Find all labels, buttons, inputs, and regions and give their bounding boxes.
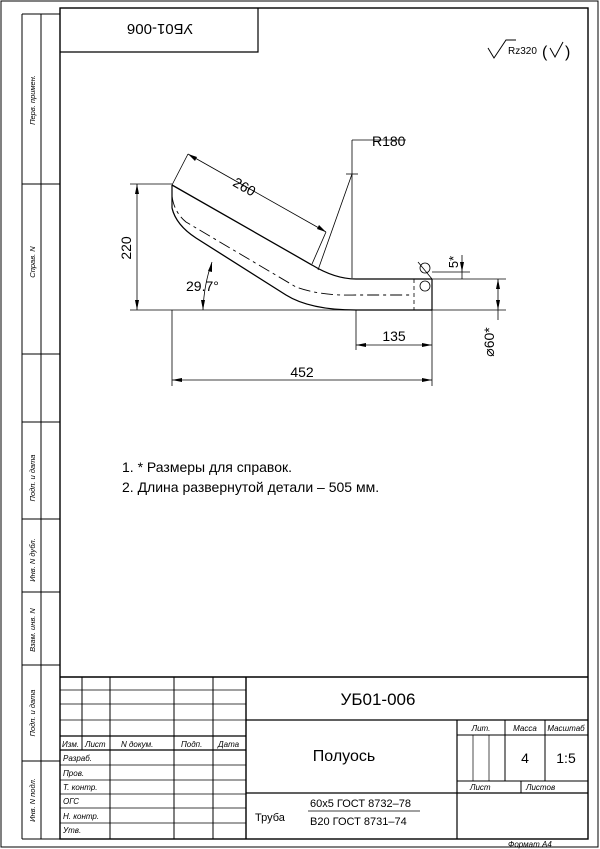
pipe-drawing — [171, 184, 433, 311]
material-name: Труба — [255, 812, 286, 824]
designation: УБ01-006 — [341, 690, 416, 709]
role-n-kontr: Н. контр. — [63, 812, 99, 821]
dim-135: 135 — [382, 328, 406, 344]
dim-5: 5* — [446, 256, 461, 268]
notes: 1. * Размеры для справок. 2. Длина разве… — [122, 459, 379, 495]
side-strip — [21, 13, 60, 840]
masshtab-value: 1:5 — [556, 750, 576, 766]
role-razrab: Разраб. — [63, 754, 92, 763]
note-2: 2. Длина развернутой детали – 505 мм. — [122, 479, 379, 495]
material-line-1: 60х5 ГОСТ 8732–78 — [310, 798, 411, 810]
dim-260: 260 — [230, 174, 258, 200]
roughness-value: Rz320 — [508, 46, 537, 57]
massa-value: 4 — [521, 750, 529, 766]
role-t-kontr: Т. контр. — [63, 783, 98, 792]
list-label: Лист — [469, 783, 491, 792]
dimension-texts: R180 260 220 29.7° 135 452 5* ⌀60* — [118, 133, 497, 380]
side-label-perv-primen: Перв. примен. — [28, 75, 37, 125]
side-label-inv-podl: Инв. N подл. — [28, 778, 37, 822]
side-label-inv-dubl: Инв. N дубл. — [28, 538, 37, 581]
dim-angle: 29.7° — [186, 278, 219, 294]
role-prov: Пров. — [63, 769, 84, 778]
title-block — [60, 676, 588, 839]
material-line-2: В20 ГОСТ 8731–74 — [310, 816, 407, 828]
col-list: Лист — [84, 740, 106, 749]
dim-220: 220 — [118, 236, 134, 260]
dim-d60: ⌀60* — [481, 327, 497, 357]
roughness-check-small-icon — [549, 41, 564, 59]
col-data: Дата — [217, 740, 240, 749]
masshtab-label: Масштаб — [547, 724, 585, 733]
col-podp: Подп. — [181, 740, 202, 749]
listov-label: Листов — [525, 783, 555, 792]
roughness-bracket-open: ( — [542, 44, 548, 61]
side-label-podp-data-2: Подп. и дата — [28, 690, 37, 737]
col-izm: Изм. — [62, 740, 79, 749]
dim-r180: R180 — [372, 133, 406, 149]
dim-452: 452 — [290, 364, 314, 380]
side-label-sprav-n: Справ. N — [28, 246, 37, 278]
dimension-arrows — [135, 154, 500, 382]
side-strip-labels: Перв. примен. Справ. N Подп. и дата Инв.… — [28, 75, 37, 822]
lit-label: Лит. — [471, 724, 491, 733]
side-label-vzam-inv: Взам. инв. N — [28, 608, 37, 652]
note-1: 1. * Размеры для справок. — [122, 459, 292, 475]
roughness-check-icon — [487, 39, 516, 59]
title-block-texts: УБ01-006 Полуось Изм. Лист N докум. Подп… — [62, 690, 585, 849]
role-utv: Утв. — [62, 826, 81, 835]
top-designation-box: УБ01-006 — [60, 8, 259, 53]
side-label-podp-data-1: Подп. и дата — [28, 455, 37, 502]
dimension-lines — [130, 139, 506, 386]
part-title: Полуось — [313, 748, 375, 765]
roughness-bracket-close: ) — [565, 44, 570, 61]
roughness-mark: Rz320 ( ) — [487, 39, 570, 61]
role-ogs: ОГС — [63, 797, 79, 806]
col-n-dokum: N докум. — [121, 740, 153, 749]
top-designation-mirrored: УБ01-006 — [127, 20, 193, 37]
massa-label: Масса — [513, 724, 537, 733]
format-label: Формат А4 — [508, 840, 552, 849]
